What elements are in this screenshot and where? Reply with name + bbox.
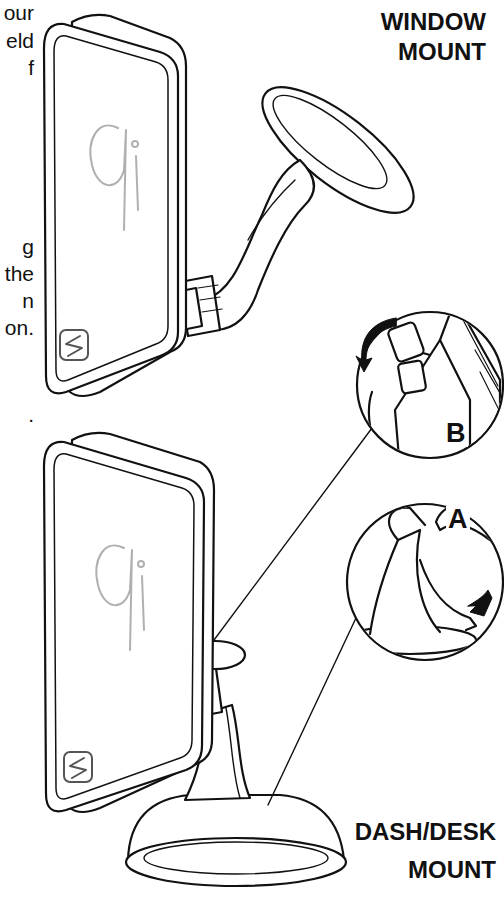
text-fragment: our [4,2,34,23]
mount-heading: WINDOW [379,10,488,34]
dash-phone-plate [44,433,214,812]
qi-logo [96,546,144,650]
text-fragment: the [5,263,34,284]
text-fragment: g [22,236,34,257]
leader-line [268,618,356,805]
mount-heading: MOUNT [406,858,498,882]
mount-heading: DASH/DESK [353,820,498,844]
leader-line [214,428,372,640]
qi-logo [90,126,138,230]
text-fragment: f [28,57,34,78]
brand-logo [64,752,92,782]
text-fragment: . [28,404,34,425]
text-fragment: eld [6,30,34,51]
text-fragment: n [22,290,34,311]
detail-a [344,504,504,660]
text-fragment: on. [5,317,34,338]
window-phone-plate [44,15,186,396]
mount-heading: MOUNT [396,40,488,64]
detail-letter: B [444,420,468,447]
detail-letter: A [446,506,470,533]
detail-b [356,300,504,470]
window-suction-arm [176,67,431,336]
brand-logo [60,330,88,360]
